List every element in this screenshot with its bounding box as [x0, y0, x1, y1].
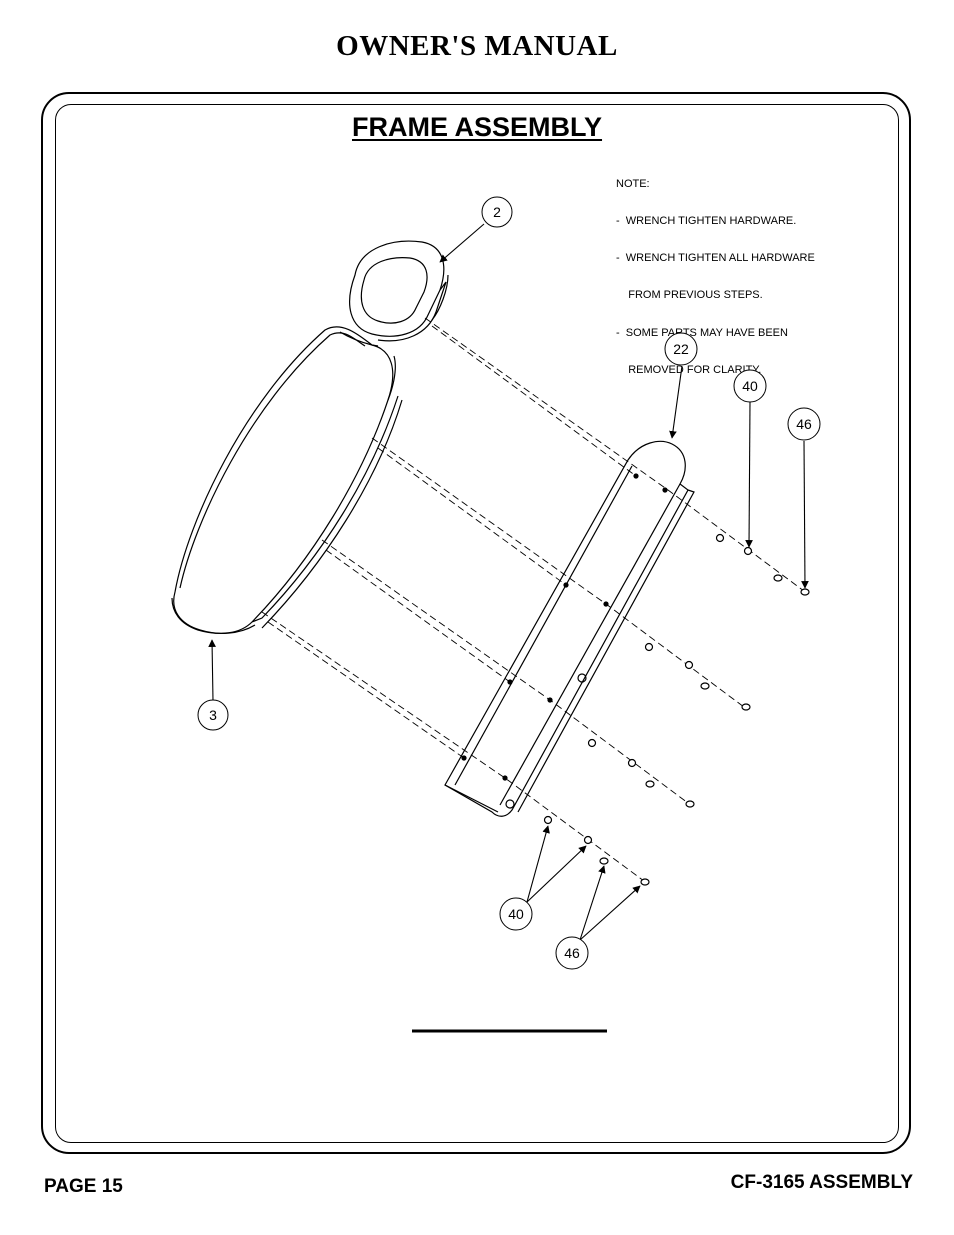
callout-label: 40: [508, 906, 524, 922]
callout-part-46-top: 46: [787, 407, 821, 441]
callout-label: 46: [796, 416, 812, 432]
note-line: - WRENCH TIGHTEN HARDWARE.: [616, 215, 797, 228]
assembly-guide-lines: [261, 317, 809, 885]
backrest-bracket: [444, 440, 695, 817]
headrest-pad: [349, 240, 449, 342]
back-pad: [171, 326, 403, 635]
callout-part-40-top: 40: [733, 369, 767, 403]
outer-frame-border: [41, 92, 911, 1154]
note-line: - WRENCH TIGHTEN ALL HARDWARE: [616, 252, 815, 265]
callout-label: 40: [742, 378, 758, 394]
callout-part-22: 22: [664, 332, 698, 366]
callout-label: 3: [209, 707, 217, 723]
leader-lines: [208, 223, 809, 941]
callout-part-46-bottom: 46: [555, 936, 589, 970]
assembly-note: NOTE: - WRENCH TIGHTEN HARDWARE. - WRENC…: [616, 153, 815, 389]
callout-part-3: 3: [197, 699, 229, 731]
callout-label: 46: [564, 945, 580, 961]
document-title: OWNER'S MANUAL: [336, 30, 618, 62]
callout-label: 22: [673, 341, 689, 357]
note-line: FROM PREVIOUS STEPS.: [616, 289, 763, 302]
inner-frame-border: [55, 104, 899, 1143]
callout-part-40-bottom: 40: [499, 897, 533, 931]
callout-label: 2: [493, 204, 501, 220]
note-heading: NOTE:: [616, 177, 650, 190]
model-label: CF-3165 ASSEMBLY: [730, 1172, 913, 1193]
callout-part-2: 2: [481, 196, 513, 228]
note-line: - SOME PARTS MAY HAVE BEEN: [616, 326, 788, 339]
hardware-washers-bolts: [543, 533, 810, 886]
section-title: FRAME ASSEMBLY: [352, 112, 603, 142]
page-number: PAGE 15: [44, 1176, 123, 1197]
